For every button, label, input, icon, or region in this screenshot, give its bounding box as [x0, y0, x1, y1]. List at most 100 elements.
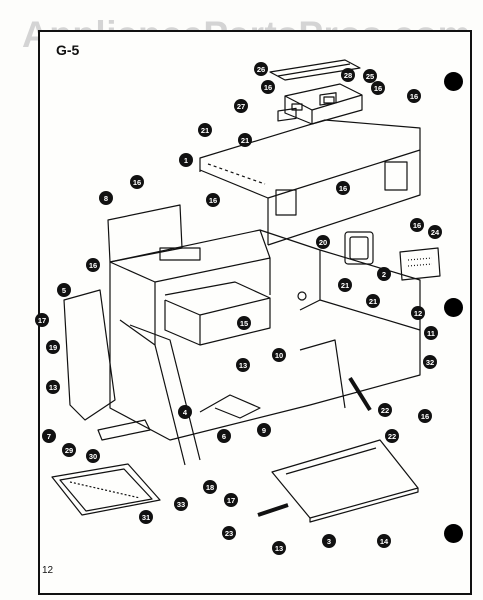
callout-3: 3	[322, 534, 336, 548]
callout-5: 5	[57, 283, 71, 297]
svg-text:23: 23	[225, 529, 233, 538]
callout-markers: 26 16 28 25 16 16 27 21 21 1 16 16 8 16 …	[35, 62, 442, 555]
callout-1: 1	[179, 153, 193, 167]
svg-text:22: 22	[388, 432, 396, 441]
callout-26: 26	[254, 62, 268, 76]
svg-text:13: 13	[49, 383, 57, 392]
svg-text:25: 25	[366, 72, 374, 81]
svg-text:17: 17	[38, 316, 46, 325]
callout-30: 30	[86, 449, 100, 463]
callout-21: 21	[198, 123, 212, 137]
callout-13: 13	[236, 358, 250, 372]
svg-text:3: 3	[327, 537, 331, 546]
svg-text:21: 21	[201, 126, 209, 135]
callout-29: 29	[62, 443, 76, 457]
callout-33: 33	[174, 497, 188, 511]
callout-7: 7	[42, 429, 56, 443]
callout-16: 16	[336, 181, 350, 195]
svg-text:5: 5	[62, 286, 66, 295]
svg-text:30: 30	[89, 452, 97, 461]
svg-text:13: 13	[275, 544, 283, 553]
callout-9: 9	[257, 423, 271, 437]
support-channel	[348, 376, 372, 412]
callout-22: 22	[378, 403, 392, 417]
callout-17: 17	[224, 493, 238, 507]
callout-19: 19	[46, 340, 60, 354]
svg-text:12: 12	[414, 309, 422, 318]
svg-text:10: 10	[275, 351, 283, 360]
svg-text:21: 21	[369, 297, 377, 306]
svg-text:4: 4	[183, 408, 188, 417]
svg-text:16: 16	[410, 92, 418, 101]
svg-text:7: 7	[47, 432, 51, 441]
binder-hole-top	[444, 72, 463, 91]
callout-16: 16	[130, 175, 144, 189]
callout-21: 21	[238, 133, 252, 147]
svg-text:16: 16	[421, 412, 429, 421]
front-trim	[97, 419, 151, 441]
hinge-bracket	[199, 394, 261, 419]
callout-16: 16	[410, 218, 424, 232]
svg-text:16: 16	[209, 196, 217, 205]
callout-15: 15	[237, 316, 251, 330]
callout-14: 14	[377, 534, 391, 548]
svg-text:33: 33	[177, 500, 185, 509]
small-bracket	[257, 503, 289, 517]
svg-text:16: 16	[374, 84, 382, 93]
page-number: 12	[42, 565, 54, 576]
svg-text:17: 17	[227, 496, 235, 505]
svg-text:24: 24	[431, 228, 440, 237]
top-cover-plate	[269, 59, 361, 81]
binder-hole-middle	[444, 298, 463, 317]
svg-text:20: 20	[319, 238, 327, 247]
callout-16: 16	[206, 193, 220, 207]
svg-text:6: 6	[222, 432, 226, 441]
callout-10: 10	[272, 348, 286, 362]
filter-tray	[51, 463, 161, 516]
svg-text:16: 16	[339, 184, 347, 193]
svg-text:15: 15	[240, 319, 248, 328]
callout-4: 4	[178, 405, 192, 419]
svg-text:32: 32	[426, 358, 434, 367]
svg-text:31: 31	[142, 513, 150, 522]
callout-23: 23	[222, 526, 236, 540]
callout-31: 31	[139, 510, 153, 524]
callout-21: 21	[338, 278, 352, 292]
back-panel	[107, 204, 183, 263]
callout-28: 28	[341, 68, 355, 82]
callout-18: 18	[203, 480, 217, 494]
callout-13: 13	[272, 541, 286, 555]
svg-text:16: 16	[413, 221, 421, 230]
callout-21: 21	[366, 294, 380, 308]
svg-text:16: 16	[264, 83, 272, 92]
callout-24: 24	[428, 225, 442, 239]
callout-25: 25	[363, 69, 377, 83]
door-frame	[344, 231, 374, 265]
callout-11: 11	[424, 326, 438, 340]
svg-text:2: 2	[382, 270, 386, 279]
callout-32: 32	[423, 355, 437, 369]
svg-text:27: 27	[237, 102, 245, 111]
svg-text:14: 14	[380, 537, 389, 546]
svg-text:11: 11	[427, 329, 435, 338]
svg-text:9: 9	[262, 426, 266, 435]
callout-2: 2	[377, 267, 391, 281]
callout-8: 8	[99, 191, 113, 205]
callout-27: 27	[234, 99, 248, 113]
label-plate	[399, 247, 441, 281]
callout-16: 16	[407, 89, 421, 103]
svg-text:21: 21	[241, 136, 249, 145]
base-pan	[271, 439, 419, 523]
front-frame	[119, 319, 346, 466]
callout-16: 16	[371, 81, 385, 95]
svg-text:8: 8	[104, 194, 108, 203]
svg-text:28: 28	[344, 71, 352, 80]
left-side-panel	[63, 289, 116, 421]
callout-20: 20	[316, 235, 330, 249]
callout-22: 22	[385, 429, 399, 443]
svg-text:16: 16	[89, 261, 97, 270]
svg-text:19: 19	[49, 343, 57, 352]
callout-16: 16	[86, 258, 100, 272]
